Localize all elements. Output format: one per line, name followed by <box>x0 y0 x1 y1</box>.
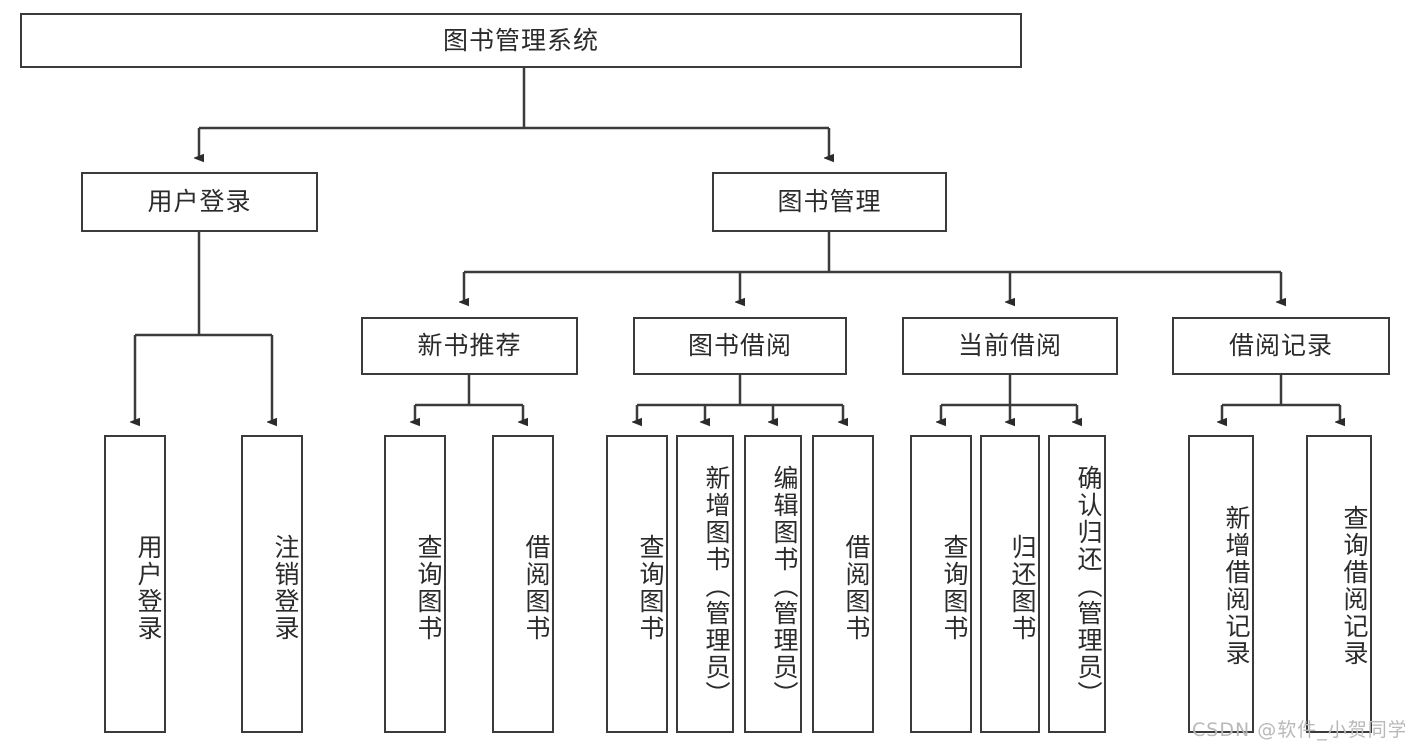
node-label: 确认归还（管理员） <box>1074 464 1103 708</box>
node-label: 编辑图书（管理员） <box>770 464 799 708</box>
node-borrow-record[interactable]: 借阅记录 <box>1172 317 1390 375</box>
leaf-borrow-add-book-admin[interactable]: 新增图书（管理员） <box>676 435 734 733</box>
node-label: 新书推荐 <box>417 331 522 361</box>
node-label: 查询借阅记录 <box>1340 505 1369 667</box>
leaf-current-query-book[interactable]: 查询图书 <box>910 435 972 733</box>
node-root-book-management-system[interactable]: 图书管理系统 <box>20 13 1022 68</box>
node-label: 用户登录 <box>147 187 252 217</box>
leaf-borrow-query-book[interactable]: 查询图书 <box>606 435 668 733</box>
node-label: 查询图书 <box>414 534 443 642</box>
node-label: 新增图书（管理员） <box>702 464 731 708</box>
node-label: 新增借阅记录 <box>1222 505 1251 667</box>
leaf-recommend-query-book[interactable]: 查询图书 <box>384 435 446 733</box>
node-label: 借阅记录 <box>1228 331 1333 361</box>
node-label: 注销登录 <box>271 534 300 642</box>
node-current-borrow[interactable]: 当前借阅 <box>902 317 1118 375</box>
leaf-record-query-borrow-record[interactable]: 查询借阅记录 <box>1306 435 1372 733</box>
node-label: 图书管理系统 <box>442 25 599 55</box>
leaf-current-return-book[interactable]: 归还图书 <box>980 435 1040 733</box>
node-label: 用户登录 <box>134 534 163 642</box>
node-label: 图书管理 <box>777 187 882 217</box>
node-label: 借阅图书 <box>522 534 551 642</box>
node-label: 归还图书 <box>1008 534 1037 642</box>
node-label: 查询图书 <box>940 534 969 642</box>
node-book-management[interactable]: 图书管理 <box>712 172 947 232</box>
node-label: 当前借阅 <box>957 331 1062 361</box>
leaf-borrow-edit-book-admin[interactable]: 编辑图书（管理员） <box>744 435 802 733</box>
leaf-user-login-signout[interactable]: 注销登录 <box>241 435 303 733</box>
node-label: 查询图书 <box>636 534 665 642</box>
node-book-borrow[interactable]: 图书借阅 <box>633 317 847 375</box>
node-new-book-recommend[interactable]: 新书推荐 <box>361 317 578 375</box>
node-user-login[interactable]: 用户登录 <box>81 172 318 232</box>
leaf-recommend-borrow-book[interactable]: 借阅图书 <box>492 435 554 733</box>
leaf-current-confirm-return-admin[interactable]: 确认归还（管理员） <box>1048 435 1106 733</box>
leaf-borrow-borrow-book[interactable]: 借阅图书 <box>812 435 874 733</box>
node-label: 图书借阅 <box>687 331 792 361</box>
leaf-record-add-borrow-record[interactable]: 新增借阅记录 <box>1188 435 1254 733</box>
leaf-user-login-signin[interactable]: 用户登录 <box>104 435 166 733</box>
node-label: 借阅图书 <box>842 534 871 642</box>
